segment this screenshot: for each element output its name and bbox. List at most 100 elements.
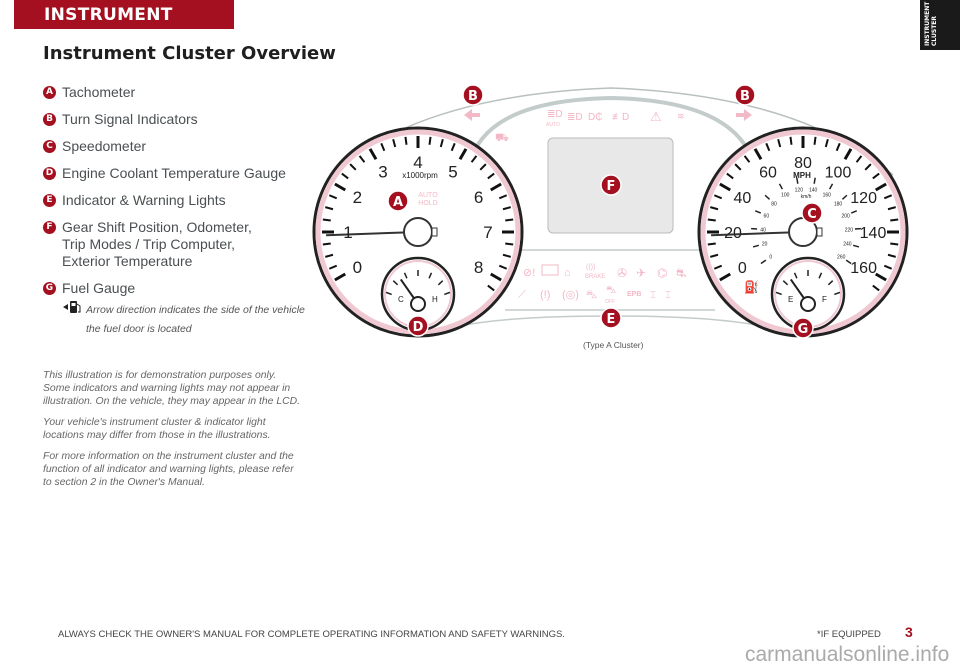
gauge-label: 60	[759, 164, 777, 181]
item-label: Speedometer	[62, 138, 147, 154]
gauge-tick	[726, 172, 734, 180]
side-tab[interactable]: INSTRUMENT CLUSTER	[920, 0, 960, 50]
small-gauge-tick	[392, 280, 399, 286]
gauge-tick	[813, 136, 817, 145]
marker-badge	[600, 307, 622, 329]
auto-hold-label: AUTO	[418, 192, 438, 199]
gauge-tick	[872, 284, 880, 292]
gauge-tick	[404, 136, 408, 145]
gauge-label: 2	[353, 188, 362, 207]
gauge-tick	[824, 139, 829, 148]
gauge-tick	[380, 142, 386, 152]
marker-badge	[407, 315, 429, 337]
badge: A	[43, 86, 56, 99]
kmh-label: 100	[781, 192, 790, 198]
item-label: Fuel Gauge	[62, 280, 136, 296]
door-ajar-icon: ⛐	[676, 266, 686, 280]
esc-off-icon: ⛍	[606, 285, 616, 296]
kmh-tick	[778, 183, 784, 190]
marker-letter: B	[740, 89, 750, 104]
high-beam-icon: ≣D	[567, 112, 583, 123]
gauge-tick	[872, 172, 880, 180]
marker-badge	[387, 190, 409, 212]
gauge-tick	[719, 272, 732, 282]
hill-descent-icon: ⟋	[518, 289, 526, 301]
marker-letter: E	[607, 312, 616, 327]
item-label: Engine Coolant Temperature Gauge	[62, 165, 286, 181]
gauge-tick	[334, 272, 347, 282]
gauge-tick	[498, 194, 508, 200]
fuel-note-line2: the fuel door is located	[86, 323, 192, 335]
gauge-tick	[328, 264, 338, 270]
kmh-label: 220	[845, 227, 854, 233]
right-turn-signal-icon	[736, 109, 752, 121]
item-label: Turn Signal Indicators	[62, 111, 198, 127]
badge: D	[43, 167, 56, 180]
marker-d: D	[407, 315, 429, 337]
awd-icon: ⌶	[650, 290, 656, 301]
small-gauge-tick	[437, 280, 444, 286]
gauge-tick	[890, 218, 899, 222]
brake-label: BRAKE	[585, 274, 605, 280]
fuel-note-line1: Arrow direction indicates the side of th…	[86, 303, 305, 316]
gauge-tick	[325, 206, 334, 211]
needle-hub	[403, 217, 433, 247]
steering-warning-icon: ⊘!	[523, 267, 535, 279]
gauge-tick	[479, 163, 487, 171]
kmh-tick	[852, 244, 860, 248]
gauge-label: 0	[738, 260, 747, 277]
gauge-label: 7	[483, 223, 492, 242]
small-gauge-tick	[775, 291, 782, 296]
kmh-label: 180	[834, 201, 843, 207]
list-item: D Engine Coolant Temperature Gauge	[43, 165, 286, 182]
marker-badge	[792, 317, 814, 339]
speedometer: 020406080100120140160MPHkm/h020406080100…	[697, 126, 909, 338]
gauge-label: 8	[474, 258, 483, 277]
gauge-label: 3	[378, 162, 387, 181]
badge: F	[43, 221, 56, 234]
gauge-tick	[864, 163, 872, 171]
awd-lock-icon: ⌶	[665, 290, 671, 301]
check-engine-icon: ⌬	[657, 266, 667, 280]
gauge-tick	[713, 264, 723, 270]
gauge-tick	[777, 139, 782, 148]
cluster-caption: (Type A Cluster)	[583, 340, 644, 350]
hub-tab	[816, 227, 823, 237]
brake-icon: (())	[586, 264, 595, 271]
kmh-label: 240	[843, 242, 852, 248]
gauge-label: 140	[860, 225, 887, 242]
kmh-tick	[813, 177, 816, 184]
gauge-tick	[765, 142, 771, 152]
kmh-tick	[850, 210, 858, 214]
airbag-icon: ✈	[636, 266, 646, 280]
marker-c: C	[801, 202, 823, 224]
marker-a: A	[387, 190, 409, 212]
kmh-label: 80	[771, 201, 777, 207]
gauge-tick	[719, 182, 732, 192]
lane-assist-icon: ⛟	[495, 132, 509, 144]
gauge-tick	[322, 218, 331, 222]
mph-unit: MPH	[793, 171, 811, 180]
gauge-label: 160	[850, 260, 877, 277]
indicator-lights: ⛟ ≣D AUTO ≣D D₵ ≢D ⚠ ≋ ⊘! ⌂ (()) BRAKE ✇…	[464, 109, 759, 305]
kmh-label: 260	[837, 255, 846, 261]
marker-letter: F	[607, 179, 616, 194]
kmh-label: 0	[769, 255, 772, 261]
marker-letter: A	[393, 195, 403, 210]
marker-letter: B	[468, 89, 478, 104]
gauge-tick	[358, 155, 366, 163]
gauge-tick	[334, 182, 347, 192]
gauge-label: 40	[733, 190, 751, 207]
gauge-tick	[368, 148, 378, 161]
gauge-tick	[707, 242, 716, 246]
marker-letter: G	[798, 322, 809, 337]
fuel-door-arrow-icon	[63, 300, 81, 320]
auto-hold-label: HOLD	[418, 200, 437, 207]
gauge-tick	[489, 182, 502, 192]
gauge-tick	[883, 194, 893, 200]
marker-letter: D	[413, 320, 424, 335]
gauge-tick	[734, 163, 742, 171]
